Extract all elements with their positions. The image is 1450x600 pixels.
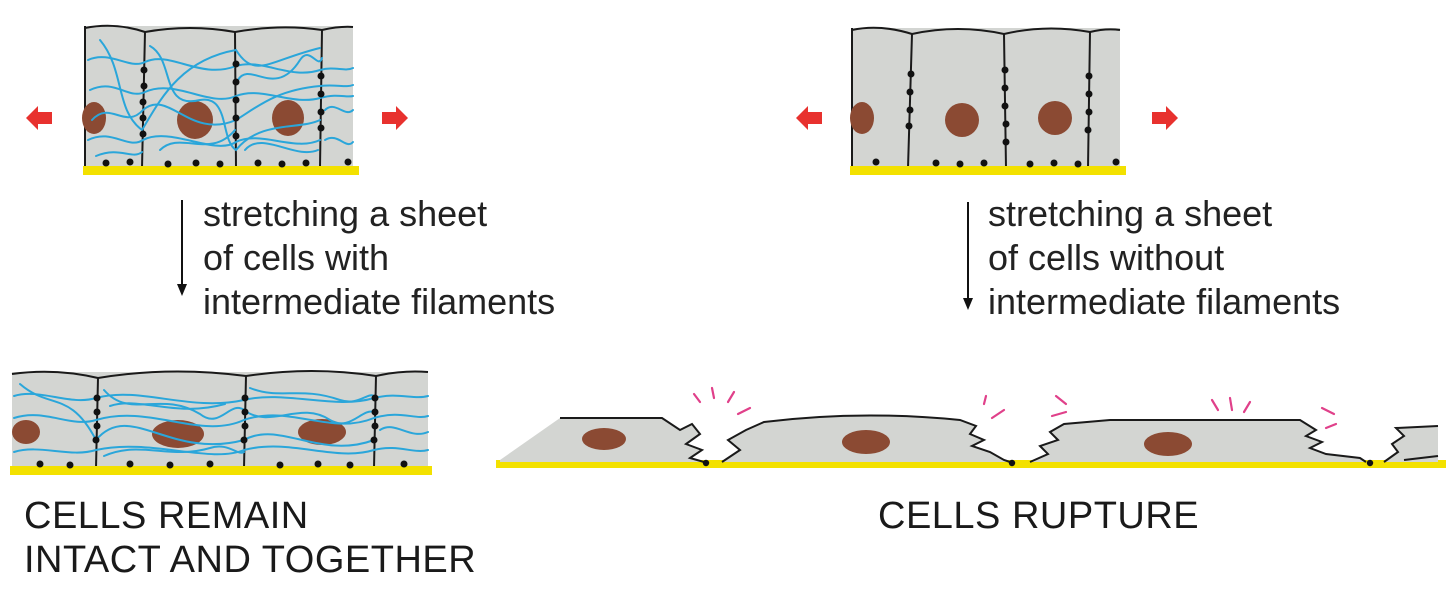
sheet-with-filaments-after (10, 370, 432, 475)
rupture-mark-icon (692, 386, 752, 416)
caption-line: intermediate filaments (203, 281, 555, 322)
outcome-line: CELLS RUPTURE (878, 495, 1199, 537)
outcome-line: CELLS REMAIN (24, 495, 309, 537)
basal-lamina (83, 166, 359, 175)
cell-boundaries (907, 31, 1091, 169)
desmosomes (36, 394, 408, 469)
basal-lamina (850, 166, 1126, 175)
stretch-arrow-left-icon (26, 106, 52, 130)
sheet-without-filaments-before (850, 26, 1126, 175)
nucleus (152, 420, 204, 448)
rupture-mark-icon (982, 394, 1006, 420)
nucleus (850, 102, 874, 134)
intermediate-filaments (87, 39, 354, 157)
nucleus (12, 420, 40, 444)
cell-outline (1403, 455, 1439, 461)
caption-line: of cells without (988, 237, 1224, 278)
down-arrow-left-icon (177, 200, 187, 296)
down-arrow-right-icon (963, 202, 973, 310)
cell-fragment (1030, 420, 1366, 462)
nucleus (1144, 432, 1192, 456)
caption-line: stretching a sheet (203, 193, 487, 234)
outcome-line: INTACT AND TOGETHER (24, 539, 476, 581)
outcome-with-filaments: CELLS REMAIN INTACT AND TOGETHER (24, 495, 476, 581)
cell-outline (1029, 419, 1367, 463)
cell-outline (721, 414, 1011, 463)
nucleus (272, 100, 304, 136)
nucleus (945, 103, 979, 137)
nucleus (842, 430, 890, 454)
sheet-without-filaments-after (496, 386, 1446, 468)
desmosomes (102, 60, 352, 168)
basal-lamina (10, 466, 432, 475)
desmosomes (872, 66, 1120, 168)
cell-outline (1383, 425, 1439, 463)
outcome-without-filaments: CELLS RUPTURE (878, 495, 1199, 537)
nucleus (1038, 101, 1072, 135)
cell-sheet-body (852, 28, 1120, 168)
nucleus (582, 428, 626, 450)
caption-without-filaments: stretching a sheet of cells without inte… (988, 193, 1340, 322)
cell-outline (560, 417, 705, 463)
rupture-mark-icon (1320, 406, 1338, 430)
caption-line: intermediate filaments (988, 281, 1340, 322)
sheet-with-filaments-before (82, 24, 359, 175)
nucleus (298, 419, 346, 445)
caption-with-filaments: stretching a sheet of cells with interme… (203, 193, 555, 322)
rupture-mark-icon (1050, 394, 1068, 418)
caption-line: of cells with (203, 237, 389, 278)
stretch-arrow-left-icon (796, 106, 822, 130)
basal-lamina (496, 460, 1446, 468)
stretch-arrow-right-icon (382, 106, 408, 130)
cell-sheet-body (85, 26, 353, 168)
rupture-mark-icon (1210, 396, 1252, 414)
desmosomes (702, 459, 1374, 467)
caption-line: stretching a sheet (988, 193, 1272, 234)
cell-outline (11, 370, 429, 380)
stretch-arrow-right-icon (1152, 106, 1178, 130)
